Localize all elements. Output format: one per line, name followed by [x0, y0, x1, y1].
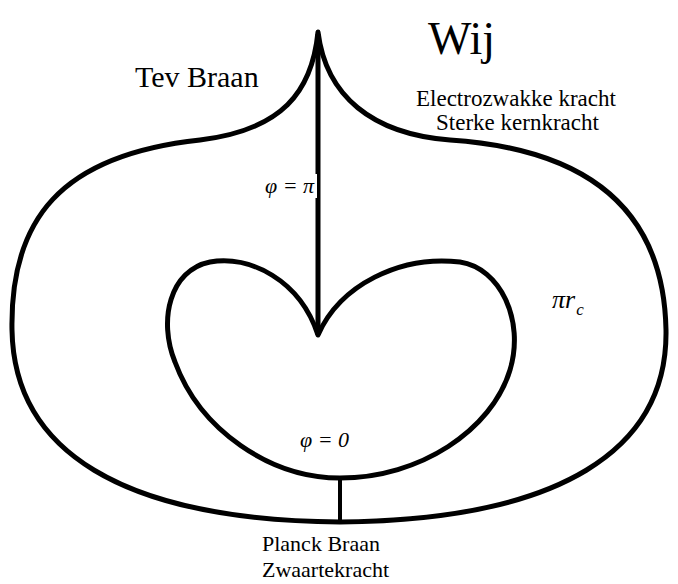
outer-outline [12, 32, 666, 522]
brane-label: Planck Braan [262, 532, 380, 556]
force-label: Zwaartekracht [262, 558, 389, 582]
force-label: Sterke kernkracht [436, 110, 599, 135]
length-label: πr [552, 286, 575, 315]
brane-label: Tev Braan [135, 60, 259, 93]
planck-brane-line [338, 478, 342, 522]
inner-outline [168, 261, 515, 478]
force-label: Electrozwakke kracht [416, 86, 616, 111]
length-subscript: c [576, 301, 584, 320]
title-label: Wij [428, 14, 495, 65]
angle-label: φ = 0 [300, 428, 349, 452]
angle-label: φ = π [262, 174, 317, 198]
